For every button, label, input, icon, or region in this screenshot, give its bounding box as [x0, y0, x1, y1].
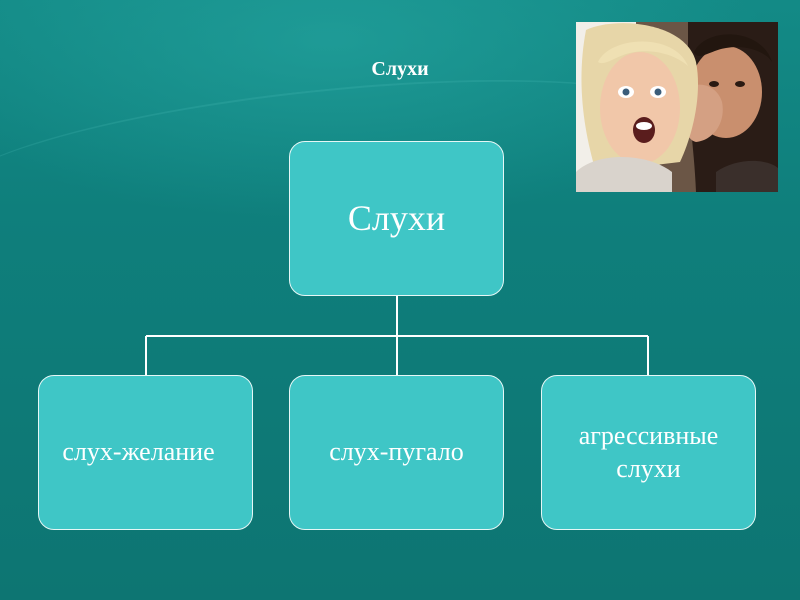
root-node-label: Слухи	[347, 198, 446, 238]
diagram-node-scare-rumor: слух-пугало	[289, 375, 504, 530]
node-label: слух-пугало	[329, 437, 464, 467]
node-label: слух-желание	[62, 437, 215, 467]
gossip-photo	[576, 22, 778, 192]
diagram-root-node: Слухи	[289, 141, 504, 296]
diagram-node-wish-rumor: слух-желание	[38, 375, 253, 530]
diagram-node-aggressive-rumor: агрессивные слухи	[541, 375, 756, 530]
slide-title: Слухи	[371, 58, 429, 80]
node-label: агрессивные слухи	[578, 421, 719, 483]
two-women-whispering-photo-icon	[576, 22, 778, 192]
